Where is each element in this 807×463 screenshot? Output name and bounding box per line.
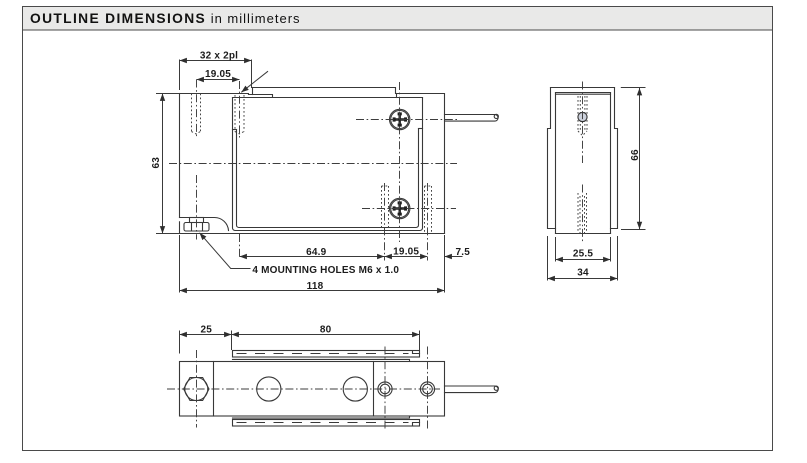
svg-text:OUTLINE DIMENSIONS in millimet: OUTLINE DIMENSIONS in millimeters (30, 11, 301, 26)
svg-text:19.05: 19.05 (205, 69, 231, 80)
svg-text:7.5: 7.5 (456, 247, 471, 258)
svg-text:66: 66 (630, 149, 641, 161)
svg-text:80: 80 (320, 325, 332, 336)
svg-text:118: 118 (307, 281, 324, 292)
svg-text:34: 34 (577, 268, 589, 279)
svg-text:32 x 2pl: 32 x 2pl (200, 51, 238, 62)
svg-text:19.05: 19.05 (393, 247, 419, 258)
svg-text:25.5: 25.5 (573, 249, 594, 260)
svg-text:63: 63 (151, 157, 162, 169)
svg-text:25: 25 (201, 325, 213, 336)
svg-text:64.9: 64.9 (306, 247, 327, 258)
svg-text:4 MOUNTING HOLES M6 x 1.0: 4 MOUNTING HOLES M6 x 1.0 (252, 265, 399, 276)
